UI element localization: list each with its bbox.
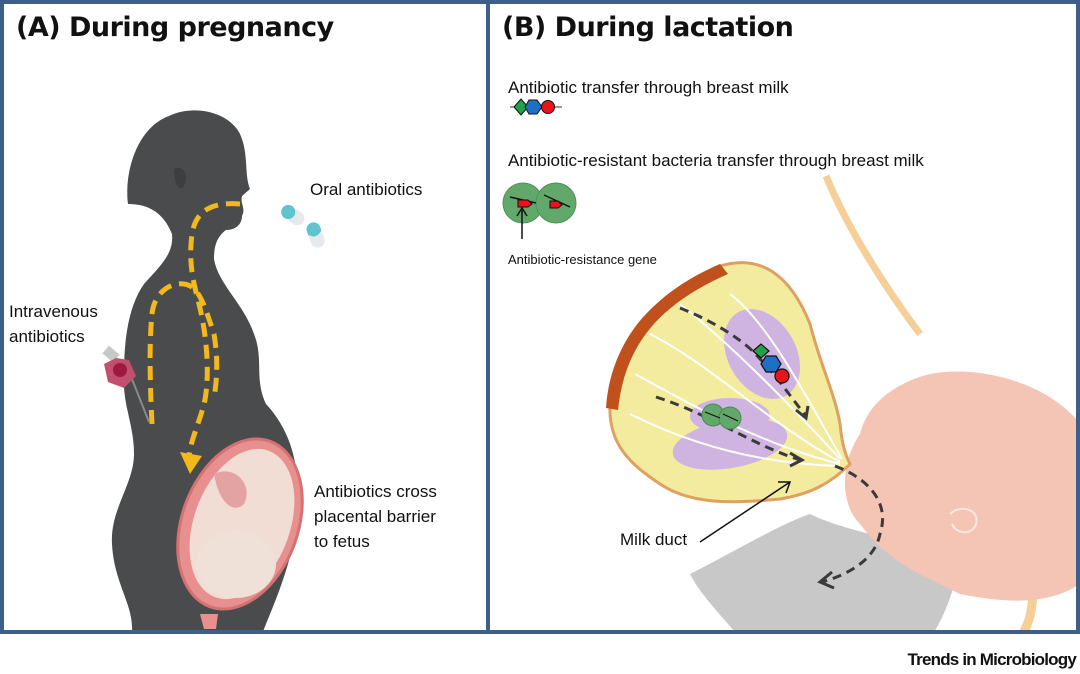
iv-label-line2: antibiotics	[9, 327, 85, 346]
panel-during-pregnancy: (A) During pregnancy Oral antibiotics In…	[0, 0, 490, 634]
bacteria-in-breast	[701, 403, 742, 430]
bacteria-transfer-label: Antibiotic-resistant bacteria transfer t…	[508, 151, 924, 170]
antibiotic-molecule-legend-icon	[510, 98, 562, 116]
antibiotic-molecules-in-breast	[752, 343, 790, 384]
arrowhead	[778, 481, 792, 494]
fetus-head	[196, 530, 276, 598]
resistance-gene-label: Antibiotic-resistance gene	[508, 252, 657, 267]
cervix	[200, 614, 218, 629]
panel-during-lactation: (B) During lactation Antibiotic transfer…	[486, 0, 1080, 634]
capsule-icon-2	[306, 222, 325, 248]
placenta-label-line2: placental barrier	[314, 507, 436, 526]
oral-antibiotics-label: Oral antibiotics	[310, 180, 423, 199]
antibiotic-transfer-label: Antibiotic transfer through breast milk	[508, 78, 789, 97]
capsule-icon-1	[281, 204, 305, 226]
iv-label-line1: Intravenous	[9, 302, 98, 321]
placenta-label-line1: Antibiotics cross	[314, 482, 437, 501]
iv-hub	[113, 363, 127, 377]
arrowhead	[817, 570, 835, 590]
panel-a-title: (A) During pregnancy	[16, 12, 334, 43]
antibiotic-flow-arrow	[679, 306, 808, 417]
infant-ingestion-arrow	[821, 464, 885, 584]
panel-b-title: (B) During lactation	[502, 12, 794, 43]
resistant-bacteria-legend-icon	[502, 182, 577, 239]
placenta-label-line3: to fetus	[314, 532, 370, 551]
arrowhead-fetus	[180, 452, 202, 474]
arrowhead	[795, 405, 810, 421]
infant-ear	[949, 507, 978, 534]
pregnancy-illustration	[102, 110, 325, 630]
carrier-strap	[822, 174, 923, 337]
iv-pathway-arrow	[147, 281, 220, 425]
arrowhead	[789, 451, 806, 468]
infant-head	[845, 371, 1076, 601]
milk-duct-pointer	[699, 481, 791, 543]
fetus-limb	[214, 471, 247, 508]
ear-icon	[174, 167, 187, 189]
iv-cap	[102, 345, 120, 363]
oral-pathway-arrow	[186, 201, 241, 460]
journal-credit: Trends in Microbiology	[907, 650, 1077, 669]
lactation-illustration	[502, 98, 1076, 630]
chest-wall	[606, 264, 728, 410]
milk-duct-label: Milk duct	[620, 530, 688, 549]
